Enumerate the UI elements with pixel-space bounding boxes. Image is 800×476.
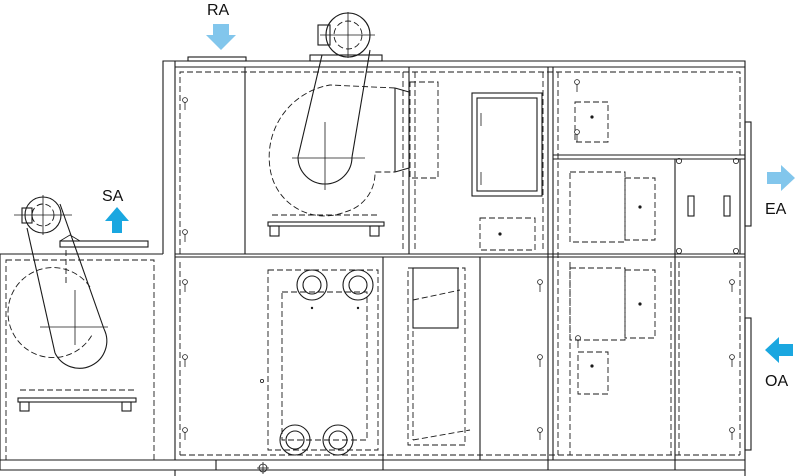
door-handle: [729, 279, 735, 292]
door-handle: [729, 427, 735, 440]
sa-arrow: [105, 207, 129, 233]
door-handle: [575, 335, 581, 348]
door-handle: [574, 129, 580, 142]
exhaust-damper: [569, 101, 752, 254]
return-air-flange: [187, 56, 247, 62]
ea-arrow: [767, 165, 795, 191]
door-handle: [537, 427, 543, 440]
door-handle: [182, 279, 188, 292]
ea-label: EA: [765, 201, 787, 218]
inspection-window: [471, 92, 543, 251]
ra-label: RA: [207, 2, 230, 19]
supply-fan: [7, 195, 149, 412]
oa-label: OA: [765, 373, 788, 390]
door-handle: [537, 354, 543, 367]
ra-arrow: [206, 24, 236, 50]
outside-air-damper: [569, 267, 752, 451]
door-handle: [182, 97, 188, 110]
arrow-left-icon: [765, 337, 793, 363]
section-dividers: [174, 61, 745, 470]
arrow-up-icon: [105, 207, 129, 233]
door-handle: [182, 427, 188, 440]
filter-section: [407, 267, 471, 446]
arrow-right-icon: [767, 165, 795, 191]
sa-label: SA: [102, 188, 124, 205]
oa-arrow: [765, 337, 793, 363]
arrow-down-icon: [206, 24, 236, 50]
door-handle: [574, 79, 580, 92]
door-handle: [537, 279, 543, 292]
door-handle: [182, 229, 188, 242]
door-handle: [182, 354, 188, 367]
unit-casing: [0, 60, 746, 476]
door-handles: [182, 79, 735, 440]
coil-section: [257, 269, 379, 474]
door-handle: [729, 354, 735, 367]
return-fan: [267, 12, 439, 237]
